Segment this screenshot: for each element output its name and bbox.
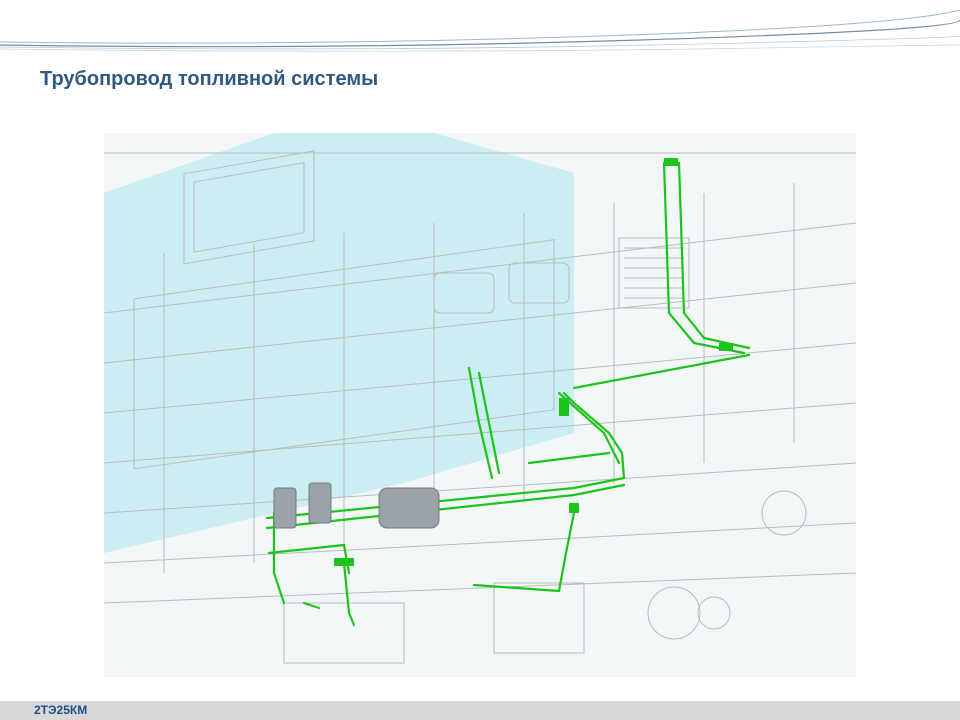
- footer-model-label: 2ТЭ25КМ: [34, 703, 88, 717]
- engine-block-tint: [104, 133, 574, 553]
- fuel-filters: [273, 482, 440, 529]
- header-decoration: [0, 9, 960, 52]
- locomotive-body-lines: [104, 150, 856, 664]
- fuel-system-piping-figure: [104, 133, 856, 677]
- pipe-fittings: [334, 158, 733, 566]
- footer-bar: 2ТЭ25КМ: [0, 701, 960, 720]
- slide-title: Трубопровод топливной системы: [40, 68, 379, 90]
